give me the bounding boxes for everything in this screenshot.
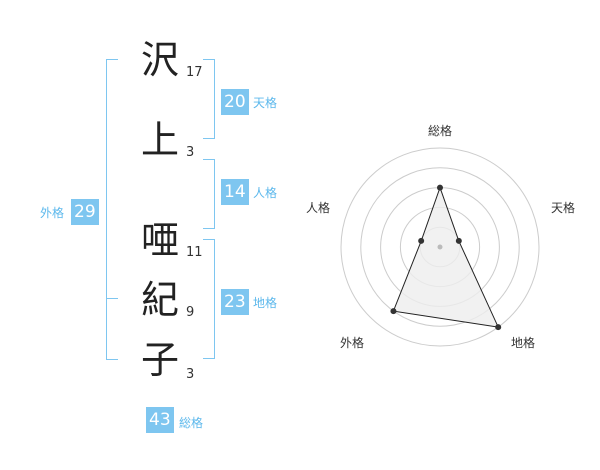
- radar-axis-label: 外格: [340, 336, 365, 350]
- stroke-count: 3: [186, 145, 195, 160]
- name-char: 子: [140, 338, 179, 382]
- radar-point: [390, 308, 397, 315]
- radar-ring: [360, 167, 520, 327]
- jinkaku-value: 14: [221, 179, 249, 205]
- jinkaku-bracket: [203, 159, 215, 229]
- chikaku-bracket: [203, 239, 215, 359]
- gaikaku-bracket: [106, 59, 118, 360]
- jinkaku-label: 人格: [253, 186, 278, 200]
- stroke-count: 11: [186, 245, 203, 260]
- stroke-count: 17: [186, 65, 203, 80]
- stroke-count: 3: [186, 367, 195, 382]
- radar-axis-label: 人格: [306, 201, 331, 215]
- gaikaku-value: 29: [71, 199, 99, 225]
- chikaku-value: 23: [221, 289, 249, 315]
- name-char: 沢: [140, 38, 179, 82]
- radar-point: [437, 184, 443, 191]
- radar-axis-label: 地格: [511, 336, 536, 350]
- radar-area: [392, 186, 500, 328]
- radar-point: [418, 237, 425, 244]
- radar-point: [455, 237, 462, 244]
- radar-axis-label: 天格: [551, 201, 576, 215]
- chikaku-label: 地格: [253, 296, 278, 310]
- soukaku-value: 43: [146, 407, 174, 433]
- radar-ring: [340, 147, 540, 347]
- gaikaku-bracket-divider: [106, 298, 118, 299]
- name-char: 唖: [140, 218, 179, 262]
- name-char: 紀: [140, 278, 179, 322]
- stroke-count: 9: [186, 305, 195, 320]
- tenkaku-bracket: [203, 59, 215, 139]
- radar-center-point: [437, 244, 443, 250]
- soukaku-label: 総格: [179, 416, 204, 430]
- name-char: 上: [140, 118, 179, 162]
- tenkaku-label: 天格: [253, 96, 278, 110]
- radar-axis-label: 総格: [428, 124, 453, 138]
- radar-point: [495, 324, 502, 331]
- gaikaku-label: 外格: [40, 206, 65, 220]
- tenkaku-value: 20: [221, 89, 249, 115]
